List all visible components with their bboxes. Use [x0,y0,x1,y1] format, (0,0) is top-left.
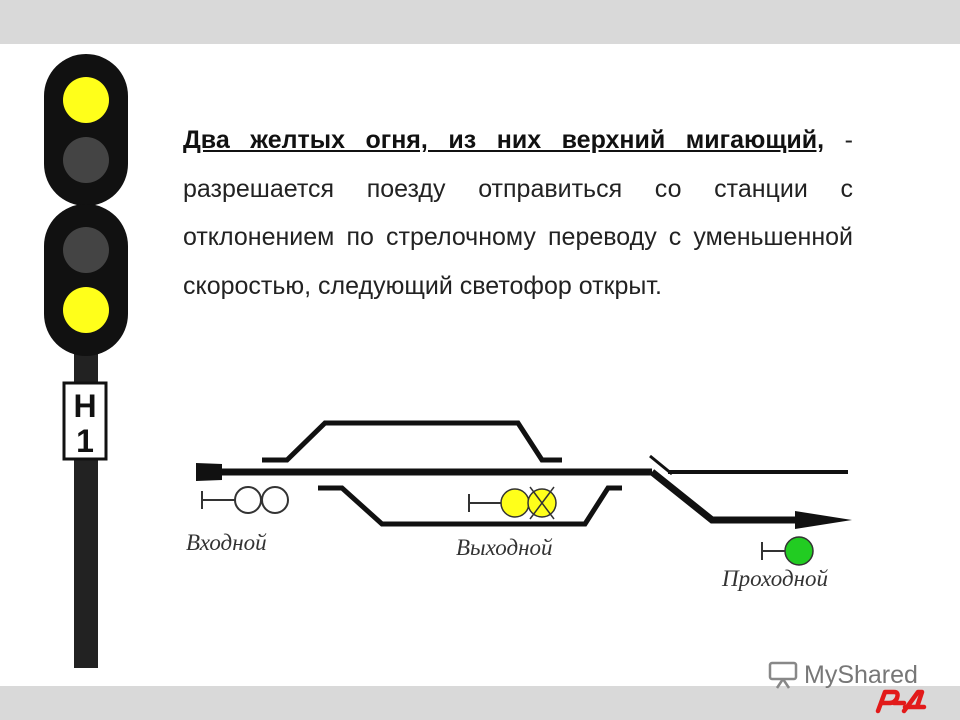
bottom-bar [0,686,960,720]
plate-line-1: Н [73,388,96,424]
track-diverging [649,469,820,524]
track-upper-siding [262,420,562,463]
lamp-3-off [63,227,109,273]
exit-arrow [795,511,852,529]
signal-mast: Н 1 [44,54,128,668]
track-lower-siding [318,485,622,527]
description-bold: Два желтых огня, из них верхний мигающий… [183,126,825,154]
plate-line-2: 1 [76,423,94,459]
watermark-text: MyShared [804,660,918,689]
lamp-2-off [63,137,109,183]
myshared-watermark: MyShared [768,660,918,690]
lamp-1-yellow [63,77,109,123]
entry-label: Входной [186,530,267,555]
switch-tick [649,454,673,476]
block-label: Проходной [722,566,829,591]
main-entry-arrow [196,463,222,481]
lamp-4-yellow [63,287,109,333]
rzd-logo [875,689,927,714]
exit-label: Выходной [456,535,553,560]
signal-description: Два желтых огня, из них верхний мигающий… [183,116,853,310]
exit-signal [468,486,557,520]
projector-icon [768,661,798,689]
block-signal [761,536,814,566]
signal-plate [62,381,108,461]
description-rest: - разрешается поезду отправиться со стан… [183,126,853,300]
top-bar [0,0,960,44]
entry-signal [201,486,289,514]
